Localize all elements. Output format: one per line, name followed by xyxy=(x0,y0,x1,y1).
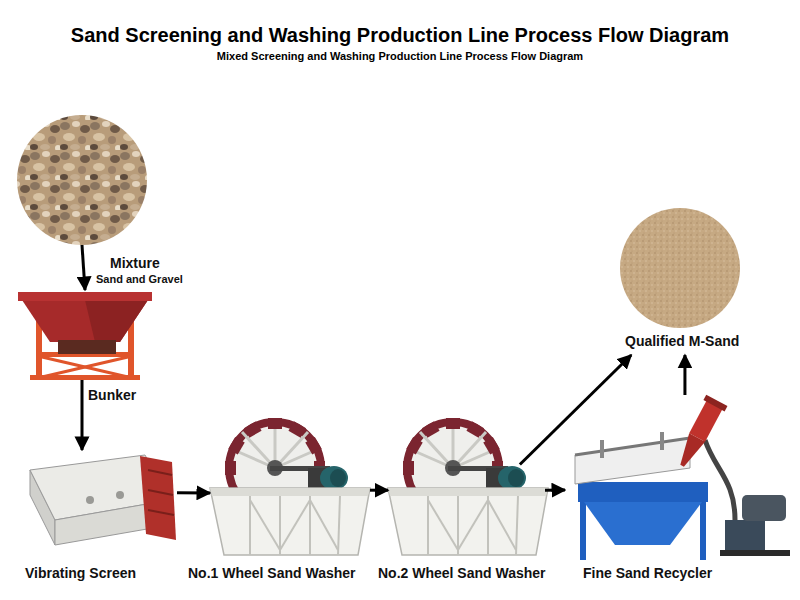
equipment-node: Vibrating Screen xyxy=(25,450,177,545)
node-label: Fine Sand Recycler xyxy=(583,565,712,581)
node-label: Bunker xyxy=(88,387,136,403)
node-label: Mixture xyxy=(110,255,160,271)
equipment-node: Bunker xyxy=(20,290,150,380)
flow-arrow xyxy=(177,491,210,494)
diagram-title: Sand Screening and Washing Production Li… xyxy=(0,24,800,47)
equipment-node: No.1 Wheel Sand Washer xyxy=(210,420,370,555)
node-sublabel: Sand and Gravel xyxy=(96,273,183,285)
flow-arrow xyxy=(683,355,686,395)
node-label: Vibrating Screen xyxy=(25,565,136,581)
flow-arrow xyxy=(545,489,565,492)
node-label: Qualified M-Sand xyxy=(625,333,739,349)
node-label: No.2 Wheel Sand Washer xyxy=(378,565,546,581)
node-label: No.1 Wheel Sand Washer xyxy=(188,565,356,581)
material-node: MixtureSand and Gravel xyxy=(17,115,147,245)
subtitle-label: Mixed Screening and Washing Production L… xyxy=(0,50,800,62)
flow-arrow xyxy=(82,245,85,290)
equipment-node: No.2 Wheel Sand Washer xyxy=(388,420,545,555)
equipment-node: Fine Sand Recycler xyxy=(565,395,790,560)
flow-arrow xyxy=(81,380,84,450)
flow-arrow xyxy=(370,489,388,492)
flow-arrow xyxy=(520,355,631,465)
product-node: Qualified M-Sand xyxy=(620,205,760,355)
